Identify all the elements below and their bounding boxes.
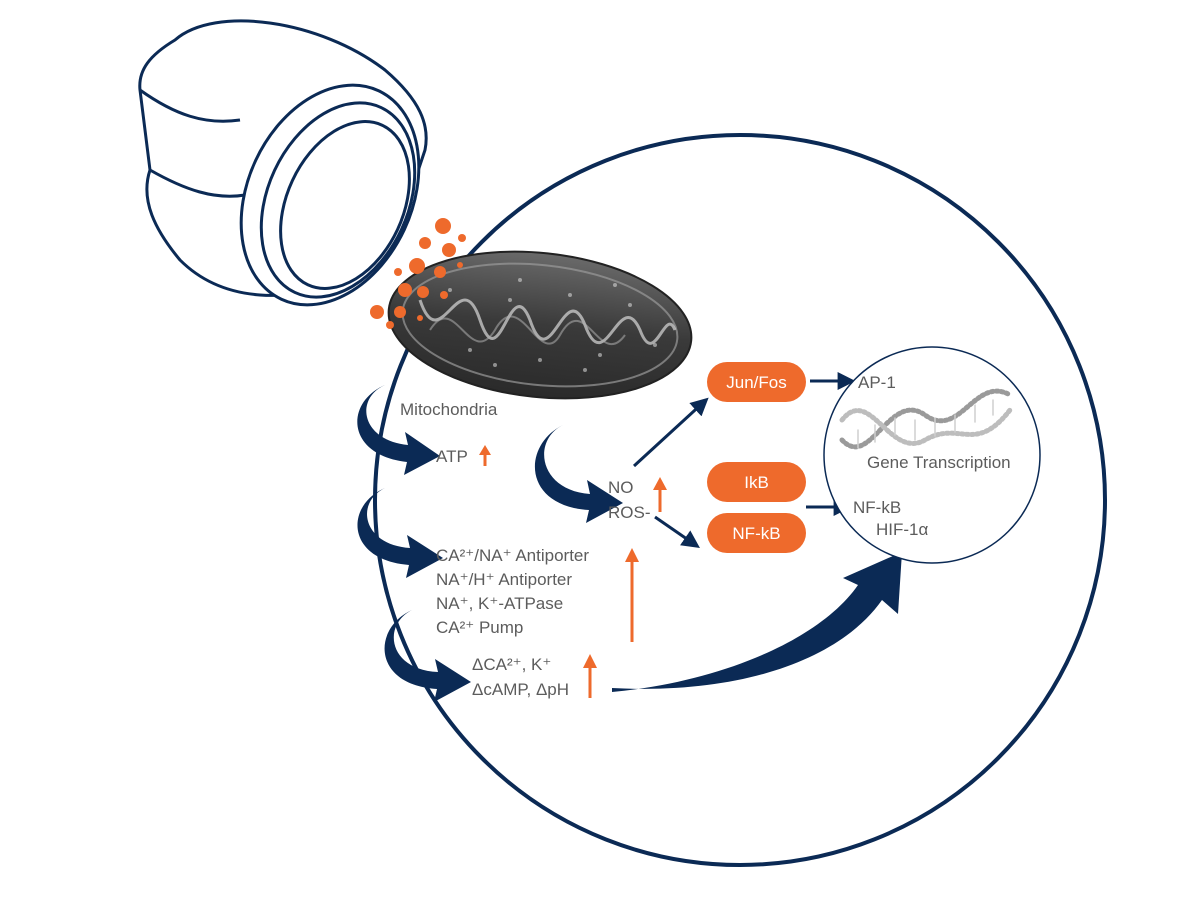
light-particles — [370, 218, 466, 329]
curved-arrow-mitochondria — [357, 385, 440, 475]
label-ap1: AP-1 — [858, 373, 896, 392]
label-delta-camp: ΔcAMP, ΔpH — [472, 680, 569, 699]
pill-nfkb: NF-kB — [707, 513, 806, 553]
swoosh-arrow-to-nucleus — [612, 552, 902, 692]
curved-arrow-no-ros — [534, 425, 623, 523]
nucleus-circle — [823, 346, 1041, 564]
cell-circle — [373, 133, 1107, 867]
label-nfkb-nucleus: NF-kB — [853, 498, 901, 517]
pill-nfkb-label: NF-kB — [732, 524, 780, 543]
pill-ikb: IkB — [707, 462, 806, 502]
label-na-h-antiporter: NA⁺/H⁺ Antiporter — [436, 570, 572, 589]
pill-junfos-label: Jun/Fos — [726, 373, 786, 392]
gradient-increase-arrow-icon — [583, 654, 597, 698]
dna-double-helix-icon — [839, 388, 1013, 450]
label-mitochondria: Mitochondria — [400, 400, 498, 419]
no-ros-increase-arrow-icon — [653, 477, 667, 512]
label-ca-na-antiporter: CA²⁺/NA⁺ Antiporter — [436, 546, 589, 565]
mitochondrion-icon — [387, 250, 693, 400]
label-gene-transcription: Gene Transcription — [867, 453, 1011, 472]
arrow-ros-to-nfkb — [654, 515, 700, 549]
label-hif: HIF-1α — [876, 520, 929, 539]
label-na-k-atpase: NA⁺, K⁺-ATPase — [436, 594, 563, 613]
curved-arrow-ion-transport — [357, 488, 443, 578]
pill-ikb-label: IkB — [744, 473, 769, 492]
label-ros: ROS- — [608, 503, 651, 522]
label-ca-pump: CA²⁺ Pump — [436, 618, 523, 637]
pill-junfos: Jun/Fos — [707, 362, 806, 402]
label-delta-ions: ΔCA²⁺, K⁺ — [472, 655, 551, 674]
label-atp: ATP — [436, 447, 468, 466]
curved-arrow-ion-gradient — [384, 610, 471, 702]
ion-transport-increase-arrow-icon — [625, 548, 639, 642]
arrow-no-to-junfos — [632, 397, 709, 468]
microscope-objective-lens-icon — [138, 19, 428, 307]
atp-increase-arrow-icon — [479, 445, 491, 466]
label-no: NO — [608, 478, 634, 497]
